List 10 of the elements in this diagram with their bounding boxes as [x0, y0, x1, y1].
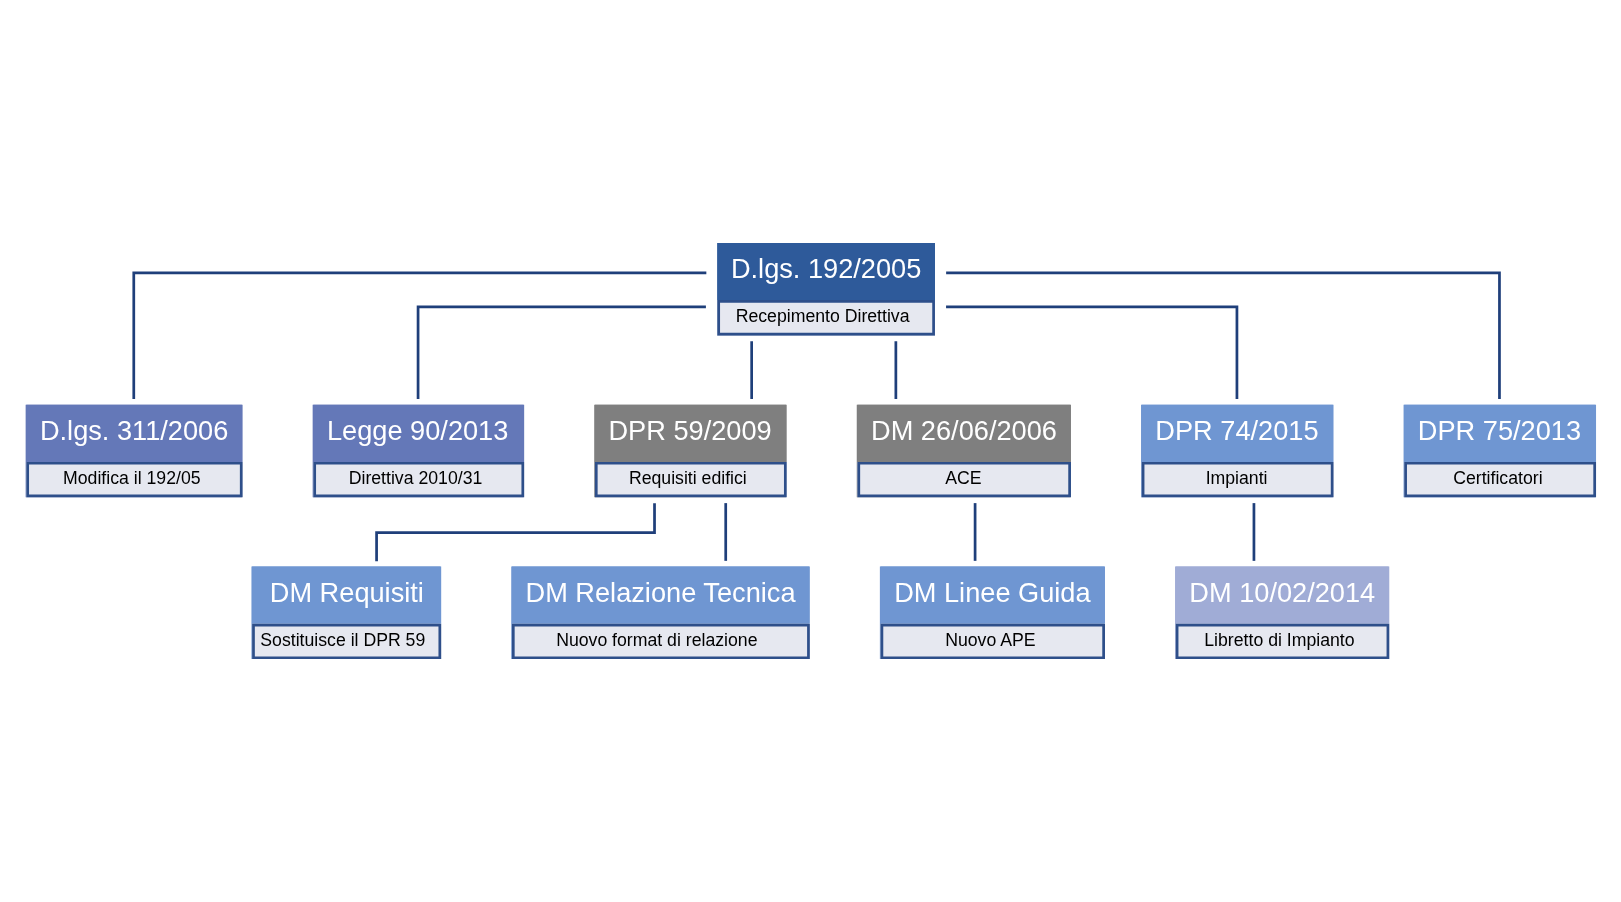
connector: [946, 271, 1501, 399]
connector: [973, 503, 977, 561]
connector: [416, 305, 706, 399]
connector: [750, 341, 754, 399]
connector: [724, 503, 728, 561]
connector: [946, 305, 1239, 399]
connector: [375, 503, 656, 562]
connector: [1252, 503, 1256, 561]
connector: [132, 271, 707, 399]
connector: [894, 341, 898, 399]
